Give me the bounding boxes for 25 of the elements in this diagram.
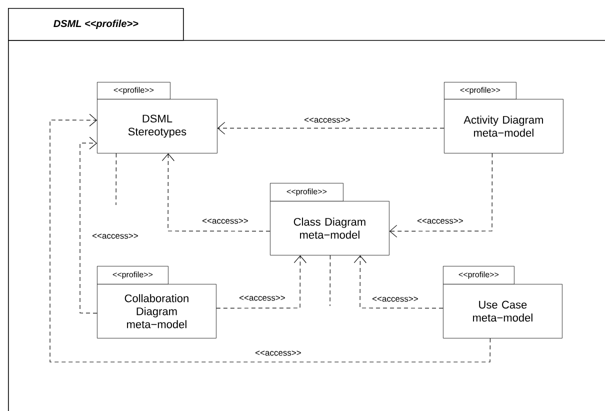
edge-label: <<access>>	[238, 294, 286, 302]
node-label: <<profile>>	[458, 271, 499, 279]
edge-label: <<access>>	[201, 218, 250, 225]
dependency-arrow	[354, 255, 444, 308]
node-label: <<profile>>	[114, 86, 154, 94]
node-label: DSML <<profile>>	[54, 20, 138, 30]
dependency-arrow	[162, 153, 270, 232]
package-box: <<profile>> Use Case meta−model	[443, 266, 562, 338]
node-label: <<profile>>	[286, 188, 327, 196]
node-label: <<profile>>	[460, 86, 500, 94]
package-box: <<profile>> DSML Stereotypes	[97, 82, 218, 154]
dependency-arrow	[216, 255, 306, 308]
dependency-arrow	[50, 114, 490, 362]
edge-label: <<access>>	[254, 350, 302, 357]
package-box: <<profile>> Class Diagram meta−model	[270, 183, 390, 256]
edge-label: <<access>>	[303, 116, 352, 124]
dependency-arrow	[80, 136, 98, 314]
package-box: <<profile>> Collaboration Diagram meta−model	[97, 266, 216, 338]
edge-label: <<access>>	[91, 232, 140, 240]
edge-label: <<access>>	[416, 218, 464, 225]
node-label: <<profile>>	[112, 271, 153, 279]
package-box: <<profile>> Activity Diagram meta−model	[444, 82, 564, 154]
dependency-arrow	[389, 153, 492, 238]
edge-label: <<access>>	[371, 296, 420, 303]
dependency-arrow	[217, 122, 444, 134]
